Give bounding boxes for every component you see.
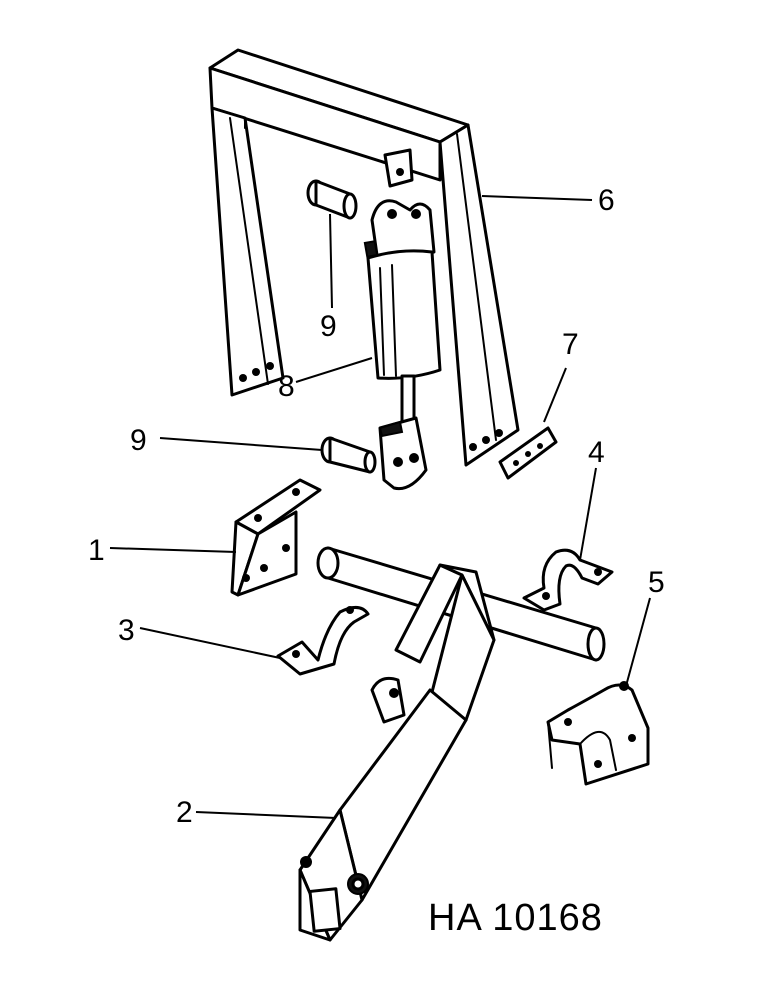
- part-9-upper-pin: [306, 179, 358, 220]
- part-4-saddle-clamp: [522, 548, 614, 612]
- part-7-plate: [498, 426, 558, 480]
- drawing-number: HA 10168: [428, 897, 603, 939]
- callout-5: 5: [648, 566, 665, 599]
- callout-6: 6: [598, 184, 615, 217]
- callout-1: 1: [88, 534, 105, 567]
- part-5-u-bracket: [546, 681, 650, 786]
- callout-7: 7: [562, 328, 579, 361]
- callout-2: 2: [176, 796, 193, 829]
- callout-8: 8: [278, 370, 295, 403]
- callout-4: 4: [588, 436, 605, 469]
- leader-lines: [109, 195, 651, 819]
- part-3-strap: [276, 606, 370, 676]
- part-1-angle-bracket: [230, 478, 322, 597]
- callout-labels: 1 2 3 4 5 6 7 8 9 9: [88, 184, 665, 829]
- callout-3: 3: [118, 614, 135, 647]
- part-9-lower-pin: [320, 436, 377, 474]
- part-8-hydraulic-cylinder: [363, 199, 442, 491]
- callout-9-lower: 9: [130, 424, 147, 457]
- callout-9-upper: 9: [320, 310, 337, 343]
- part-6-mast-frame: [208, 48, 520, 467]
- part-2-drawbar: [298, 563, 496, 942]
